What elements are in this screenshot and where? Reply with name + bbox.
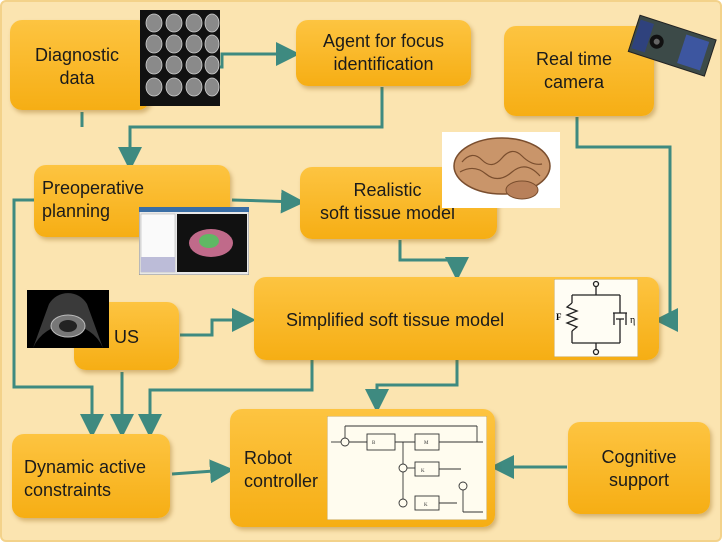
- control-block-diagram: B M K K: [327, 416, 487, 520]
- simplified-model-label: Simplified soft tissue model: [286, 310, 505, 330]
- us-label: US: [114, 327, 140, 347]
- arrow-realistic-to-simplified: [398, 240, 469, 281]
- arrow-camera-to-simplified: [575, 117, 678, 332]
- cognitive-support-node: Cognitive support: [568, 422, 710, 514]
- dynamic-constraints-node: Dynamic active constraints: [12, 434, 170, 518]
- svg-text:M: M: [424, 441, 429, 446]
- damper-eta-symbol: η: [630, 315, 635, 326]
- real-time-camera-node: Real time camera: [504, 26, 654, 116]
- camera-image: [627, 14, 717, 77]
- cognitive-support-label: Cognitive support: [601, 447, 677, 490]
- mri-slices-image: [140, 10, 220, 106]
- robot-controller-label: Robot controller: [244, 448, 319, 491]
- arrow-diagnostic-to-agent: [217, 42, 300, 69]
- arrow-dynamic-to-robot: [171, 459, 234, 484]
- spring-force-symbol: F: [556, 312, 562, 322]
- brain-image: [442, 132, 560, 208]
- svg-text:K: K: [424, 503, 428, 508]
- diagnostic-data-label: Diagnostic data: [34, 45, 120, 88]
- realistic-model-label: Realistic soft tissue model: [319, 180, 456, 223]
- diagnostic-data-node: Diagnostic data: [10, 20, 150, 110]
- svg-text:K: K: [421, 469, 425, 474]
- real-time-camera-label: Real time camera: [536, 49, 613, 92]
- spring-damper-diagram: F η: [554, 279, 638, 357]
- planning-software-screenshot: [139, 207, 249, 275]
- ultrasound-image: [27, 290, 109, 348]
- arrow-preop-to-realistic: [231, 189, 305, 214]
- preoperative-planning-label: Preoperative planning: [42, 178, 145, 221]
- arrow-simplified-to-dynamic: [138, 360, 314, 438]
- dynamic-constraints-label: Dynamic active constraints: [24, 457, 147, 500]
- agent-focus-node: Agent for focus identification: [296, 20, 471, 86]
- agent-focus-label: Agent for focus identification: [322, 31, 445, 74]
- svg-text:B: B: [372, 441, 376, 446]
- arrow-simplified-to-robot: [365, 360, 459, 413]
- arrow-agent-to-preop: [118, 87, 384, 171]
- preoperative-planning-node: Preoperative planning: [34, 165, 230, 237]
- arrow-us-to-simplified: [180, 308, 256, 337]
- arrow-preop-to-dynamic: [12, 198, 104, 438]
